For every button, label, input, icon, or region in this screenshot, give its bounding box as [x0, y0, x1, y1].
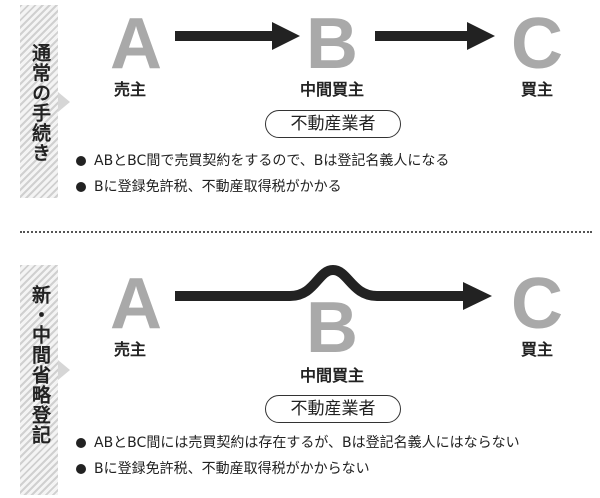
party-c-letter: C	[511, 4, 563, 84]
side-label-text: 通常の手続き	[29, 43, 51, 163]
party-c-role: 買主	[520, 340, 553, 359]
party-a-role: 売主	[113, 80, 146, 99]
party-a-role: 売主	[113, 340, 146, 359]
bullet-item: ABとBC間で売買契約をするので、Bは登記名義人になる	[76, 150, 449, 170]
party-b-letter: B	[306, 4, 358, 84]
side-label-new: 新・中間省略登記	[20, 265, 58, 495]
party-c-letter: C	[511, 264, 563, 344]
bullet-icon	[76, 438, 86, 448]
party-a-letter: A	[110, 264, 162, 344]
party-b-role: 中間買主	[299, 366, 364, 385]
party-b-role: 中間買主	[299, 80, 364, 99]
bullet-icon	[76, 464, 86, 474]
side-label-text: 新・中間省略登記	[29, 285, 51, 445]
real-estate-agent-pill: 不動産業者	[265, 110, 401, 138]
bullet-item: ABとBC間には売買契約は存在するが、Bは登記名義人にはならない	[76, 432, 520, 452]
bullet-item: Bに登録免許税、不動産取得税がかからない	[76, 458, 370, 478]
bullet-text: ABとBC間で売買契約をするので、Bは登記名義人になる	[94, 153, 450, 169]
side-label-normal: 通常の手続き	[20, 5, 58, 198]
real-estate-agent-pill: 不動産業者	[265, 395, 401, 423]
bypass-arrow-a-to-c	[175, 264, 492, 310]
party-c-role: 買主	[520, 80, 553, 99]
bullet-icon	[76, 182, 86, 192]
arrow-b-to-c	[375, 22, 495, 50]
bullet-icon	[76, 156, 86, 166]
party-b-letter: B	[306, 288, 358, 368]
party-a-letter: A	[110, 4, 162, 84]
bullet-text: Bに登録免許税、不動産取得税がかかる	[94, 179, 342, 195]
arrow-a-to-b	[175, 22, 300, 50]
bullet-text: ABとBC間には売買契約は存在するが、Bは登記名義人にはならない	[94, 435, 520, 451]
bullet-text: Bに登録免許税、不動産取得税がかからない	[94, 461, 370, 477]
side-label-pointer	[58, 360, 70, 380]
side-label-pointer	[58, 92, 70, 112]
section-divider	[20, 231, 592, 233]
bullet-item: Bに登録免許税、不動産取得税がかかる	[76, 176, 342, 196]
